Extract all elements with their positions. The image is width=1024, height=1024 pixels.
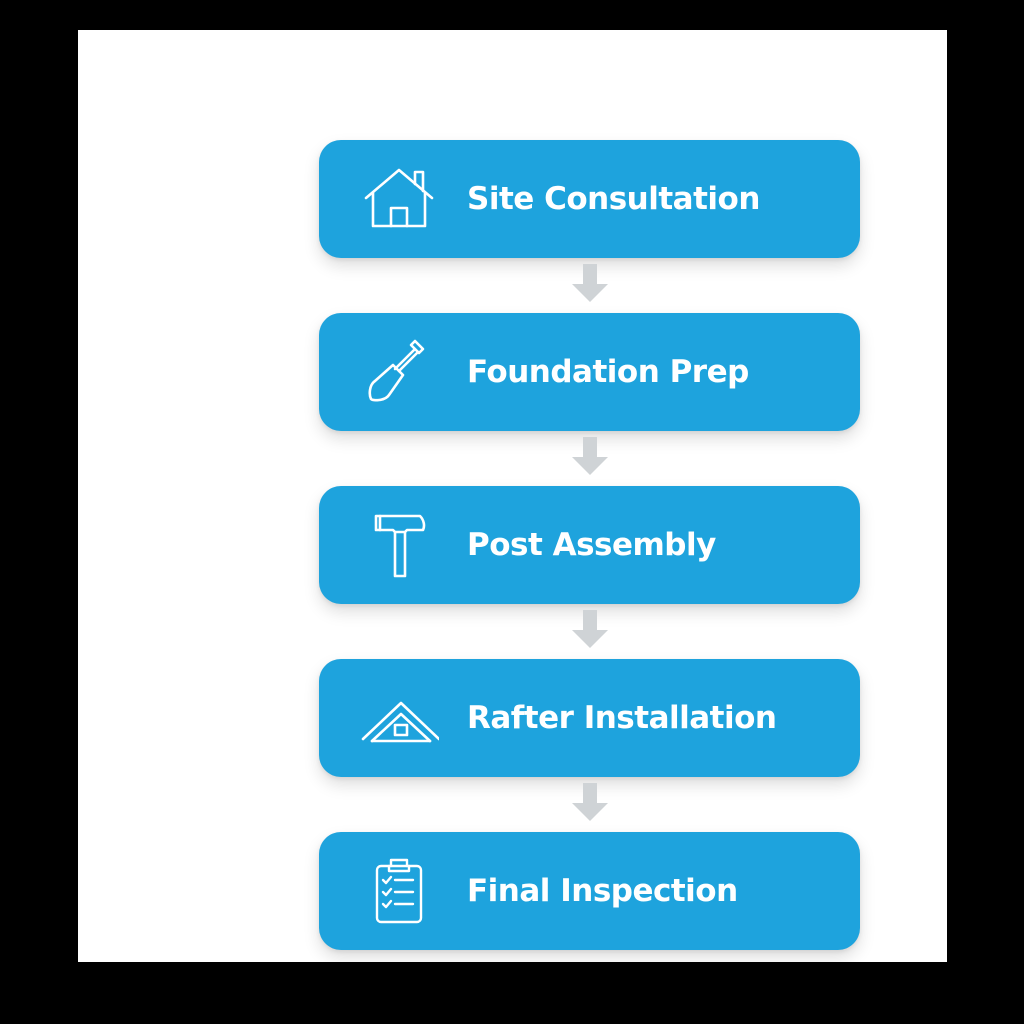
step-final-inspection[interactable]: Final Inspection: [319, 832, 860, 950]
step-foundation-prep[interactable]: Foundation Prep: [319, 313, 860, 431]
hammer-icon: [359, 510, 439, 580]
step-label: Final Inspection: [467, 873, 738, 909]
arrow-down-icon: [570, 608, 610, 652]
roof-icon: [359, 683, 439, 753]
step-label: Site Consultation: [467, 181, 760, 217]
step-rafter-installation[interactable]: Rafter Installation: [319, 659, 860, 777]
arrow-down-icon: [570, 435, 610, 479]
step-post-assembly[interactable]: Post Assembly: [319, 486, 860, 604]
arrow-down-icon: [570, 262, 610, 306]
step-label: Rafter Installation: [467, 700, 777, 736]
step-site-consultation[interactable]: Site Consultation: [319, 140, 860, 258]
shovel-icon: [359, 337, 439, 407]
clipboard-checklist-icon: [359, 856, 439, 926]
house-icon: [359, 164, 439, 234]
step-label: Post Assembly: [467, 527, 716, 563]
step-label: Foundation Prep: [467, 354, 749, 390]
diagram-canvas: Site Consultation Foundation Prep: [78, 30, 947, 962]
arrow-down-icon: [570, 781, 610, 825]
